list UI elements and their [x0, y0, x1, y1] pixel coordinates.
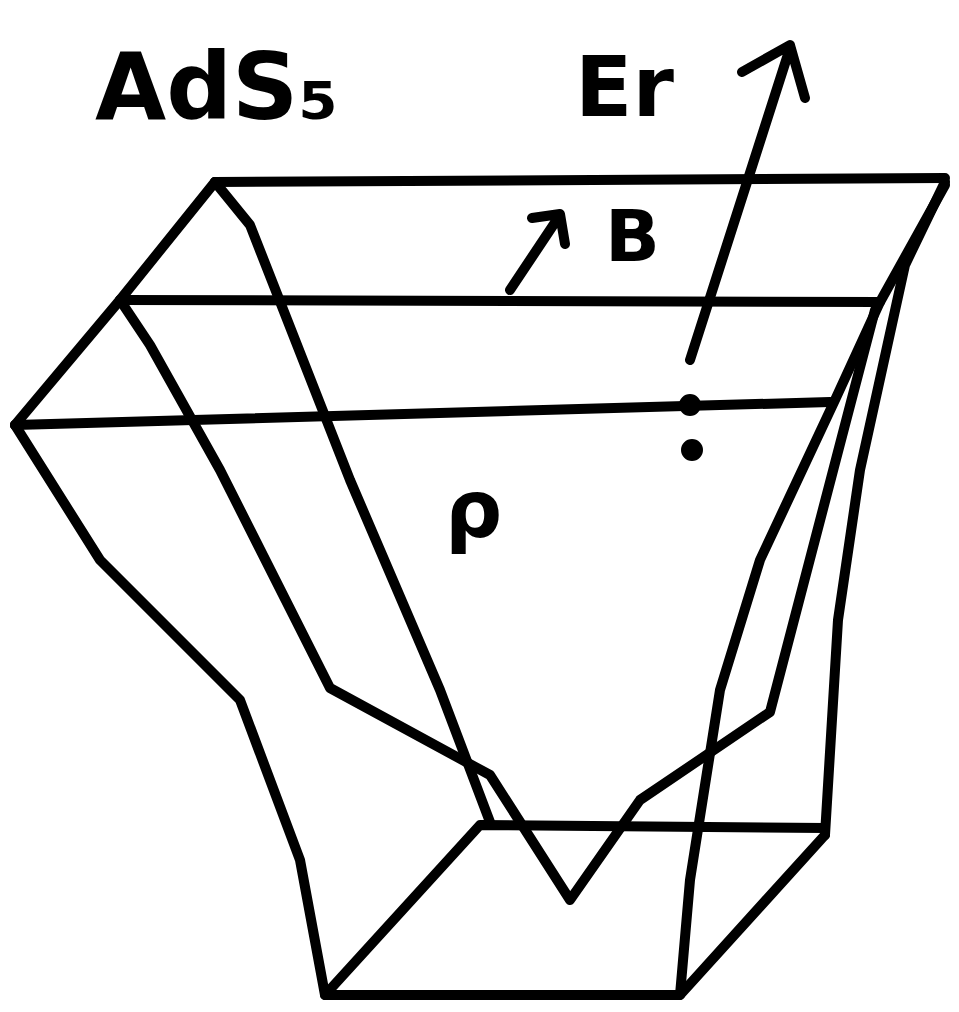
field-arrow: [690, 45, 805, 360]
slice-line: [120, 300, 880, 302]
slice-line: [15, 402, 830, 425]
field-arrow: [510, 214, 565, 290]
right-outer-edge: [825, 182, 945, 835]
dot: [684, 399, 696, 411]
label-text: ρ: [445, 470, 502, 550]
left-outer-edge: [15, 425, 325, 995]
top-edge: [215, 178, 945, 182]
base-box: [325, 825, 825, 995]
label-text: AdS₅: [95, 42, 339, 134]
label-text: B: [605, 200, 660, 272]
right-inner-edge: [680, 185, 945, 995]
dot: [686, 444, 698, 456]
funnel-surface: [120, 300, 875, 900]
label-text: Er: [575, 45, 674, 129]
